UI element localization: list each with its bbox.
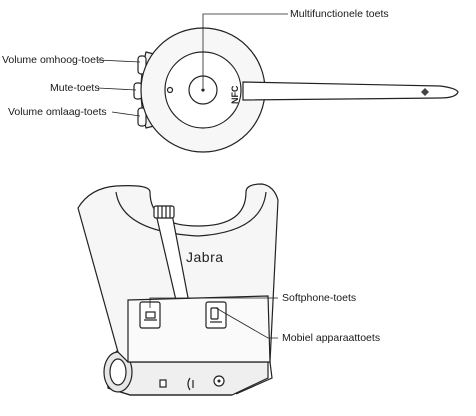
leader-lines [97,13,288,339]
boom-tip-icon [421,88,429,96]
brand-logo: Jabra [186,249,224,265]
headset [133,27,459,153]
base-station [77,183,279,396]
label-volume-down: Volume omlaag-toets [8,106,107,118]
usb-port-icon [159,379,167,388]
leader-mute [97,87,137,91]
base-cradle [115,191,267,237]
label-mobile: Mobiel apparaattoets [282,332,381,344]
leader-multifunction [202,13,288,88]
label-mute: Mute-toets [50,82,100,94]
nfc-label: NFC [230,85,240,104]
leader-mobile [215,307,278,339]
label-softphone: Softphone-toets [282,292,357,304]
leader-volume-up [97,59,141,63]
leader-volume-down [111,111,141,117]
mic-hole [166,86,174,94]
base-right-edge [235,361,273,395]
headset-port-icon [187,377,194,391]
label-volume-up: Volume omhoog-toets [2,54,105,66]
leader-softphone [149,297,268,308]
charging-clip [153,205,175,219]
label-multifunction: Multifunctionele toets [290,8,389,20]
headset-boom-arm [242,81,459,101]
volume-down-button[interactable] [137,107,147,127]
multifunction-dot [201,88,205,92]
